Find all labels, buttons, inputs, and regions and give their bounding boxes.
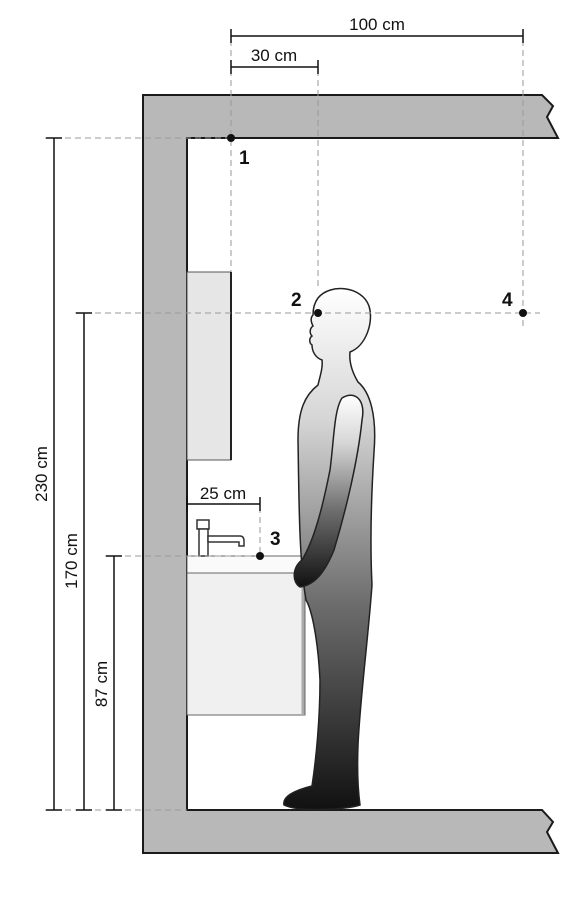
point-4-marker (519, 309, 527, 317)
point-1-label: 1 (239, 148, 250, 169)
dimension-87 (106, 555, 122, 811)
faucet (196, 519, 245, 557)
label-100cm: 100 cm (349, 15, 405, 34)
point-2-label: 2 (291, 290, 302, 311)
dimension-230 (46, 137, 62, 811)
label-87cm: 87 cm (92, 661, 111, 707)
person-silhouette (283, 287, 376, 811)
dimension-25 (186, 497, 261, 511)
label-30cm: 30 cm (251, 46, 297, 65)
label-170cm: 170 cm (62, 533, 81, 589)
point-3-marker (256, 552, 264, 560)
point-3-label: 3 (270, 529, 281, 550)
dimension-170 (76, 312, 92, 811)
dimension-30 (230, 60, 319, 74)
point-2-marker (314, 309, 322, 317)
dimension-100 (230, 29, 524, 43)
vanity-cabinet (186, 572, 306, 716)
point-4-label: 4 (502, 290, 513, 311)
point-1-marker (227, 134, 235, 142)
label-25cm: 25 cm (200, 484, 246, 503)
vanity-counter (186, 555, 306, 574)
label-230cm: 230 cm (32, 446, 51, 502)
mirror (186, 271, 232, 461)
